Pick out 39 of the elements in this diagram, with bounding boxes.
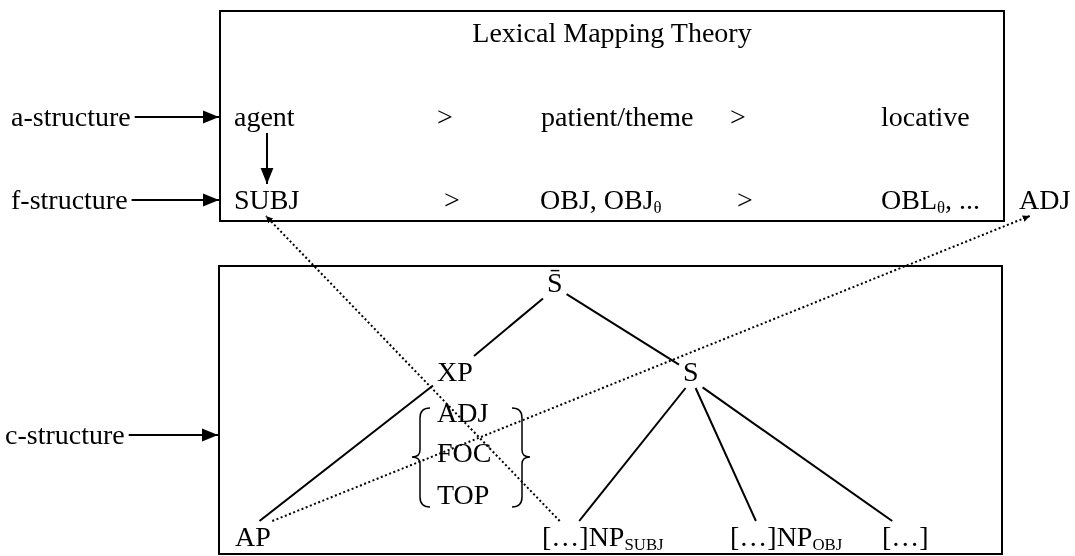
tree-branch-line <box>473 297 544 357</box>
box-title: Lexical Mapping Theory <box>471 18 753 48</box>
tree-node-label: XP <box>437 357 473 387</box>
ordering-symbol: > <box>730 102 746 132</box>
arrow <box>130 193 220 207</box>
grammatical-function-label: ADJ <box>437 398 489 428</box>
function-label: OBJ, OBJ$_{θ}$ <box>540 185 662 215</box>
tree-branch-line <box>578 387 687 522</box>
c-structure-box <box>218 265 1003 555</box>
role-label: patient/theme <box>541 102 694 132</box>
tree-node-label: […]NP$_{OBJ}$ <box>730 522 843 552</box>
structure-label: c-structure <box>5 420 125 450</box>
arrow <box>260 132 274 185</box>
ordering-symbol: > <box>437 102 453 132</box>
tree-node-label: AP <box>235 522 271 552</box>
function-label: ADJ <box>1019 185 1071 215</box>
role-label: locative <box>881 102 970 132</box>
function-label: OBL$_{θ}$, ... <box>881 185 981 215</box>
tree-node-label: S̄ <box>547 268 563 298</box>
arrow <box>133 110 220 124</box>
tree-node-label: S <box>683 357 699 387</box>
grammatical-function-label: TOP <box>437 480 490 510</box>
structure-label: f-structure <box>11 185 128 215</box>
ordering-symbol: > <box>444 185 460 215</box>
tree-branch-line <box>694 387 757 522</box>
role-label: agent <box>234 102 295 132</box>
tree-branch-line <box>565 293 680 366</box>
tree-branch-line <box>258 384 434 522</box>
dotted-arrow <box>264 215 561 522</box>
structure-label: a-structure <box>11 102 131 132</box>
function-label: SUBJ <box>234 185 300 215</box>
tree-node-label: […]NP$_{SUBJ}$ <box>542 522 664 552</box>
theory-box <box>219 10 1005 222</box>
grammatical-function-label: FOC <box>437 438 492 468</box>
tree-branch-line <box>701 386 894 522</box>
dotted-arrow <box>271 215 1031 522</box>
ordering-symbol: > <box>737 185 753 215</box>
tree-node-label: […] <box>882 522 929 552</box>
arrow <box>127 428 219 442</box>
